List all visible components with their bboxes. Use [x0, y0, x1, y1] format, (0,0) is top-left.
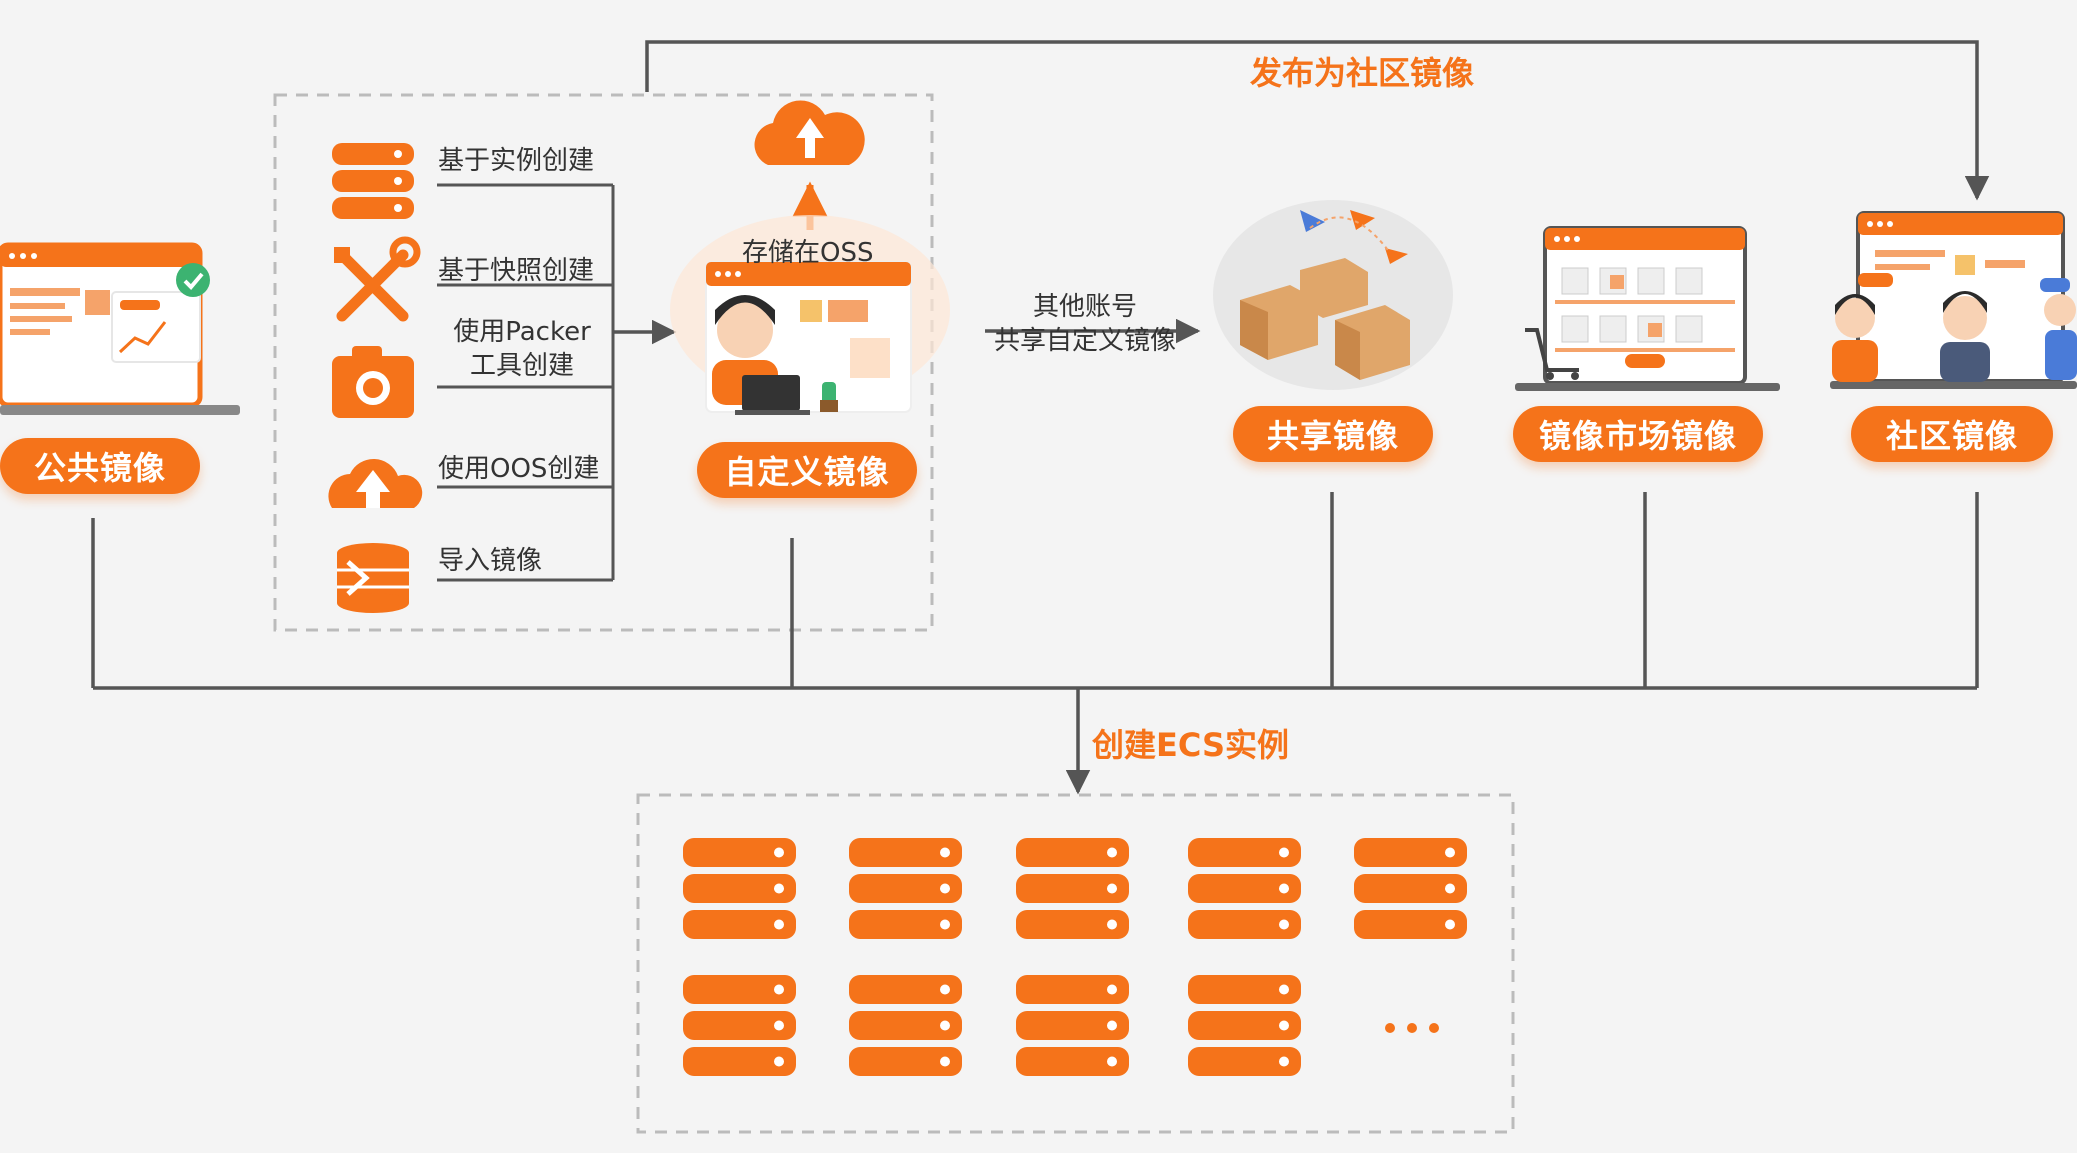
oss-label: 存储在OSS	[742, 238, 874, 268]
public-image-pill: 公共镜像	[0, 438, 200, 494]
publish-community-line	[645, 40, 1990, 201]
ecs-server-icon	[1016, 838, 1129, 939]
publish-community-label: 发布为社区镜像	[1250, 54, 1475, 92]
ecs-instances-box	[636, 793, 1515, 1134]
community-image-pill: 社区镜像	[1851, 406, 2053, 462]
method-label-snapshot: 基于快照创建	[438, 256, 595, 286]
ecs-server-grid	[683, 838, 1467, 1076]
method-label-packer: 使用Packer 工具创建	[432, 315, 612, 383]
cloud-upload-icon	[328, 458, 423, 508]
share-label: 其他账号 共享自定义镜像	[980, 290, 1190, 358]
share-label-line1: 其他账号	[1032, 292, 1137, 322]
server-stack-icon	[332, 143, 414, 219]
method-label-packer-line2: 工具创建	[469, 351, 574, 381]
ecs-server-icon	[849, 975, 962, 1076]
community-illustration	[1830, 211, 2077, 389]
method-label-oos: 使用OOS创建	[438, 454, 600, 484]
tools-icon	[334, 236, 421, 322]
ecs-server-icon	[1016, 975, 1129, 1076]
import-database-icon	[337, 543, 409, 613]
bottom-bus	[91, 492, 1979, 690]
oss-cloud-icon	[754, 100, 865, 230]
marketplace-illustration	[1515, 226, 1780, 391]
custom-image-illustration	[670, 215, 950, 415]
ecs-server-icon	[1354, 838, 1467, 939]
ecs-server-icon	[1188, 838, 1301, 939]
ecs-server-icon	[683, 838, 796, 939]
method-label-import: 导入镜像	[438, 546, 543, 576]
ecs-server-icon	[1188, 975, 1301, 1076]
ecs-server-icon	[849, 838, 962, 939]
method-label-instance: 基于实例创建	[438, 146, 595, 176]
custom-image-group-box	[273, 93, 934, 632]
custom-image-pill: 自定义镜像	[697, 442, 917, 498]
share-label-line2: 共享自定义镜像	[993, 326, 1176, 356]
method-bracket	[437, 183, 615, 582]
public-image-illustration	[0, 242, 240, 415]
shared-image-illustration	[1213, 200, 1453, 390]
method-label-packer-line1: 使用Packer	[453, 317, 591, 347]
ecs-server-icon	[683, 975, 796, 1076]
shared-image-pill: 共享镜像	[1233, 406, 1433, 462]
create-ecs-label: 创建ECS实例	[1092, 726, 1289, 764]
ellipsis-dots	[1385, 1023, 1439, 1033]
camera-icon	[332, 346, 414, 418]
marketplace-image-pill: 镜像市场镜像	[1513, 406, 1763, 462]
